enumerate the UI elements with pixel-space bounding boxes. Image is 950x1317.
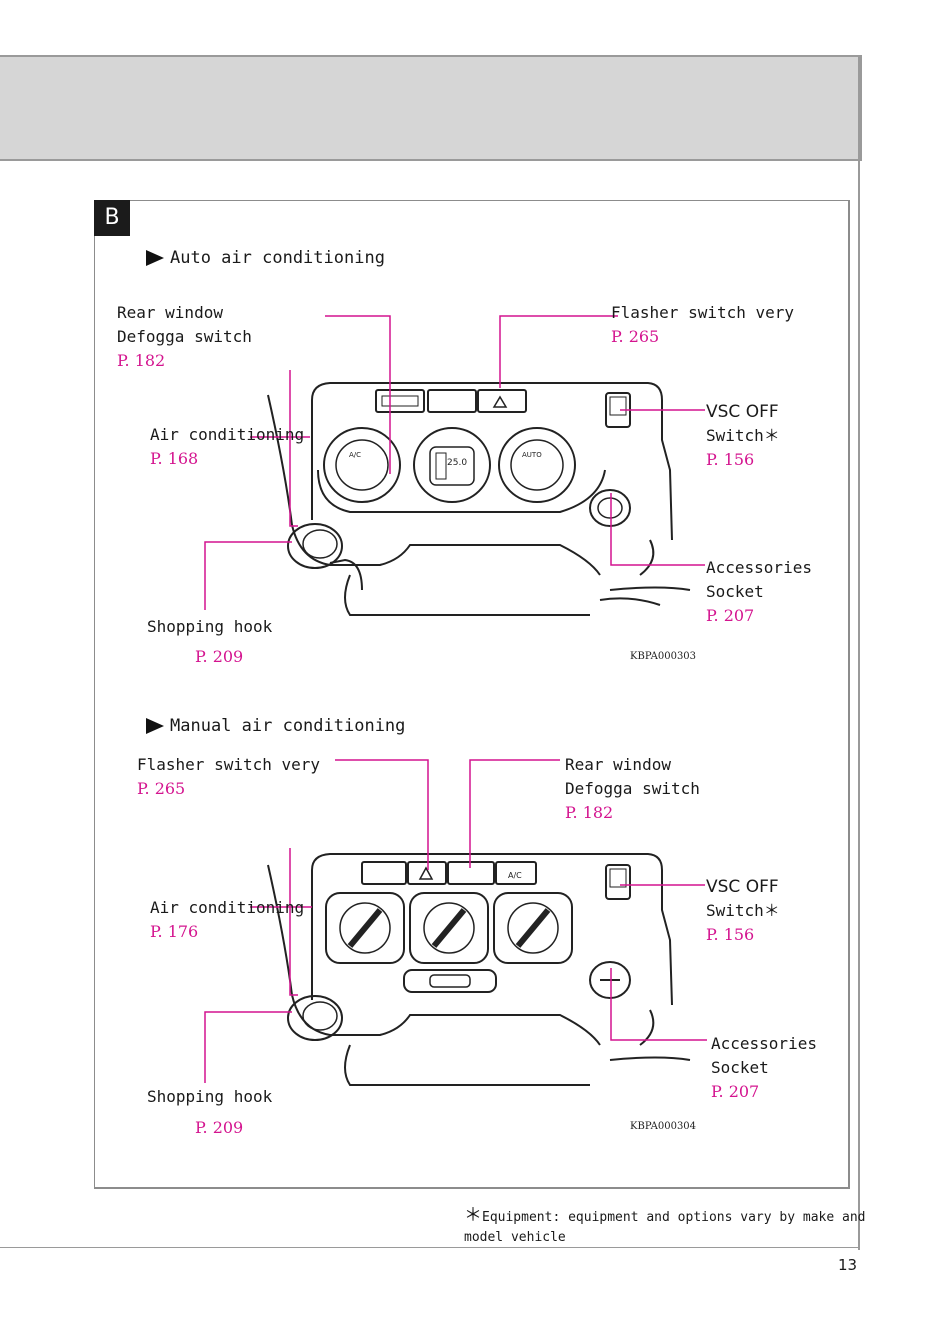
auto-rear-window-page-link[interactable]: P. 182 xyxy=(117,351,166,370)
auto-rear-window-label: Rear window Defogga switch P. 182 xyxy=(117,301,252,373)
manual-rear-window-line2: Defogga switch xyxy=(565,779,700,798)
manual-figure-code: KBPA000304 xyxy=(630,1121,697,1132)
asterisk-icon: ＊ xyxy=(464,1205,482,1226)
manual-hook-line1: Shopping hook xyxy=(147,1087,273,1106)
manual-rear-window-label: Rear window Defogga switch P. 182 xyxy=(565,753,700,825)
auto-vsc-line1: VSC OFF xyxy=(706,402,779,422)
auto-hook-label: Shopping hook xyxy=(147,615,272,639)
right-margin-rule xyxy=(858,55,860,1250)
svg-text:A/C: A/C xyxy=(349,451,361,459)
manual-ac-title: Manual air conditioning xyxy=(170,716,406,736)
header-band xyxy=(0,55,862,161)
bottom-margin-rule xyxy=(0,1247,858,1248)
auto-figure-code: KBPA000303 xyxy=(630,651,697,662)
auto-flasher-page-link[interactable]: P. 265 xyxy=(611,327,660,346)
section-badge: B xyxy=(94,200,130,236)
manual-vsc-line2: Switch＊ xyxy=(706,901,780,920)
auto-ac-display-temp: 25.0 xyxy=(447,458,467,468)
footnote-text: Equipment: equipment and options vary by… xyxy=(464,1210,866,1245)
manual-rear-window-line1: Rear window xyxy=(565,755,671,774)
manual-ac-button-label: A/C xyxy=(508,871,522,880)
manual-accessories-line2: Socket xyxy=(711,1058,769,1077)
auto-aircon-label: Air conditioning P. 168 xyxy=(150,423,304,471)
illustration-frame xyxy=(94,200,850,1189)
manual-aircon-line1: Air conditioning xyxy=(150,898,305,917)
manual-ac-panel-drawing xyxy=(267,853,691,1086)
auto-accessories-label: Accessories Socket P. 207 xyxy=(706,556,812,628)
equipment-footnote: ＊Equipment: equipment and options vary b… xyxy=(464,1206,904,1248)
manual-hook-page-link[interactable]: P. 209 xyxy=(195,1118,244,1137)
manual-rear-window-page-link[interactable]: P. 182 xyxy=(565,803,614,822)
play-triangle-icon xyxy=(146,250,164,266)
auto-hook-line1: Shopping hook xyxy=(147,617,273,636)
auto-flasher-label: Flasher switch very P. 265 xyxy=(611,301,794,349)
auto-vsc-label: VSC OFF Switch＊ P. 156 xyxy=(706,400,780,472)
auto-hook-page-link[interactable]: P. 209 xyxy=(195,647,244,666)
auto-accessories-line2: Socket xyxy=(706,582,764,601)
manual-accessories-label: Accessories Socket P. 207 xyxy=(711,1032,817,1104)
play-triangle-icon xyxy=(146,718,164,734)
manual-aircon-page-link[interactable]: P. 176 xyxy=(150,922,199,941)
auto-accessories-line1: Accessories xyxy=(706,558,812,577)
manual-accessories-page-link[interactable]: P. 207 xyxy=(711,1082,760,1101)
auto-vsc-line2: Switch＊ xyxy=(706,426,780,445)
auto-ac-title: Auto air conditioning xyxy=(170,248,385,268)
manual-vsc-line1: VSC OFF xyxy=(706,877,779,897)
auto-ac-panel-drawing: A/C AUTO xyxy=(267,382,691,616)
manual-aircon-label: Air conditioning P. 176 xyxy=(150,896,304,944)
auto-rear-window-line1: Rear window xyxy=(117,303,223,322)
auto-aircon-page-link[interactable]: P. 168 xyxy=(150,449,199,468)
page-number: 13 xyxy=(838,1256,858,1274)
manual-ac-heading: Manual air conditioning xyxy=(146,716,405,736)
auto-ac-callout-lines xyxy=(204,315,705,610)
auto-accessories-page-link[interactable]: P. 207 xyxy=(706,606,755,625)
auto-rear-window-line2: Defogga switch xyxy=(117,327,252,346)
manual-flasher-label: Flasher switch very P. 265 xyxy=(137,753,320,801)
manual-accessories-line1: Accessories xyxy=(711,1034,817,1053)
manual-flasher-page-link[interactable]: P. 265 xyxy=(137,779,186,798)
auto-ac-heading: Auto air conditioning xyxy=(146,248,385,268)
manual-vsc-page-link[interactable]: P. 156 xyxy=(706,925,755,944)
auto-vsc-page-link[interactable]: P. 156 xyxy=(706,450,755,469)
auto-flasher-line1: Flasher switch very xyxy=(611,303,795,322)
manual-hook-label: Shopping hook xyxy=(147,1085,272,1109)
svg-text:AUTO: AUTO xyxy=(522,451,542,459)
manual-vsc-label: VSC OFF Switch＊ P. 156 xyxy=(706,875,780,947)
auto-aircon-line1: Air conditioning xyxy=(150,425,305,444)
manual-flasher-line1: Flasher switch very xyxy=(137,755,321,774)
manual-ac-callout-lines xyxy=(204,759,707,1083)
